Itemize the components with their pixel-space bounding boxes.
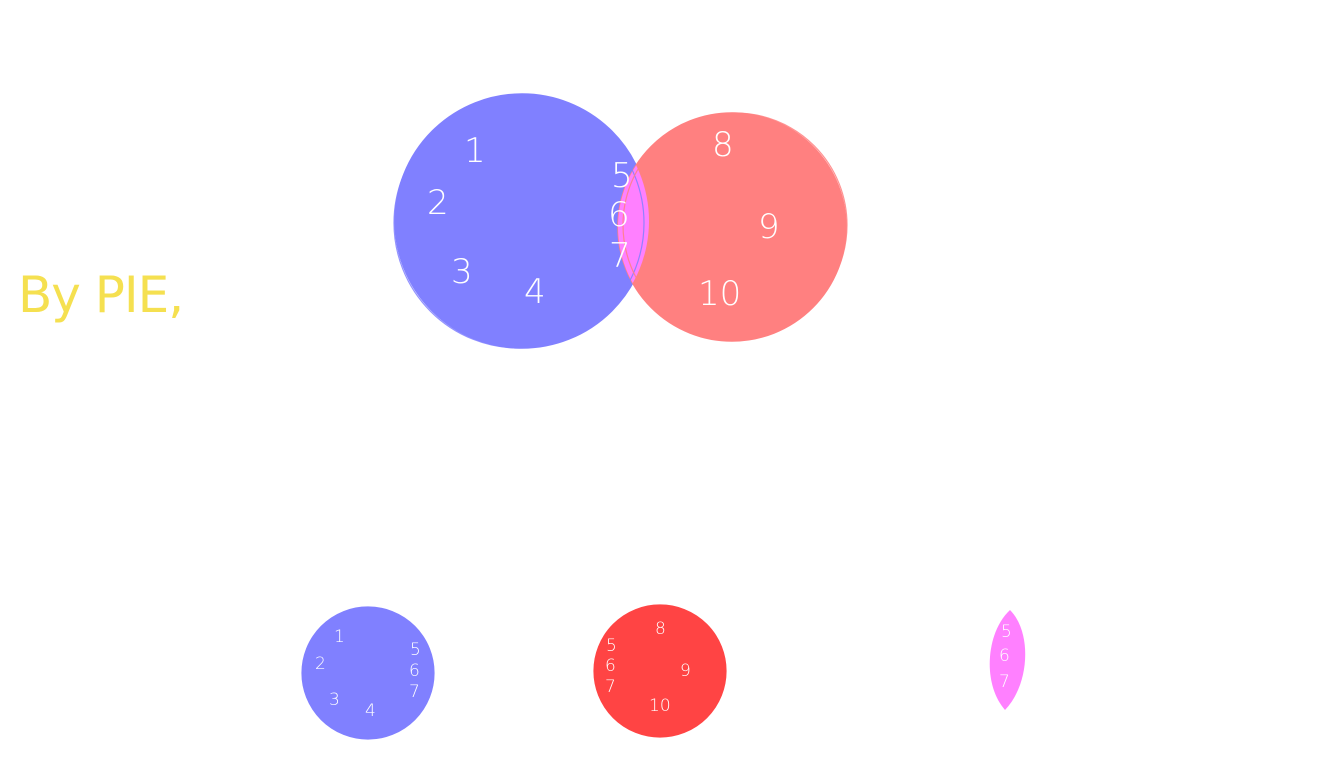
venn-b-element: 8 (712, 125, 734, 165)
venn-top: 1 2 3 4 5 6 7 8 9 10 (393, 93, 848, 349)
intersection-alone-element: 7 (999, 672, 1010, 692)
set-a-alone-element: 6 (409, 661, 420, 681)
venn-a-element: 1 (464, 131, 486, 171)
set-b-alone-element: 10 (649, 696, 671, 716)
set-a-alone-element: 2 (315, 654, 326, 674)
set-b-alone-circle (593, 604, 727, 738)
intersection-alone-lens (989, 610, 1026, 710)
venn-intersection-element: 6 (608, 195, 630, 235)
caption-text: By PIE, (18, 266, 183, 324)
set-b-alone-element: 5 (606, 636, 617, 656)
set-a-alone-element: 3 (329, 690, 340, 710)
set-a-alone-element: 1 (334, 627, 345, 647)
set-a-outline (393, 97, 645, 349)
set-b-outline (622, 112, 848, 338)
set-b-alone-element: 6 (605, 656, 616, 676)
set-b-alone-element: 7 (605, 677, 616, 697)
set-a-alone-circle (301, 606, 435, 740)
set-a-alone-element: 5 (410, 640, 421, 660)
intersection-alone-element: 5 (1001, 622, 1012, 642)
venn-intersection-element: 7 (609, 236, 631, 276)
set-b-alone-element: 9 (680, 661, 691, 681)
intersection-alone-element: 6 (999, 646, 1010, 666)
venn-a-element: 3 (451, 252, 473, 292)
venn-a-element: 2 (427, 183, 449, 223)
set-b-alone-element: 8 (655, 619, 666, 639)
venn-b-element: 9 (758, 207, 780, 247)
separate-sets: 1 2 3 4 5 6 7 5 6 7 8 9 10 5 6 7 (301, 604, 1026, 740)
set-a-alone-element: 4 (365, 701, 376, 721)
venn-a-element: 4 (524, 272, 546, 312)
set-a-alone-element: 7 (409, 682, 420, 702)
venn-intersection-element: 5 (611, 156, 633, 196)
venn-b-element: 10 (698, 274, 741, 314)
